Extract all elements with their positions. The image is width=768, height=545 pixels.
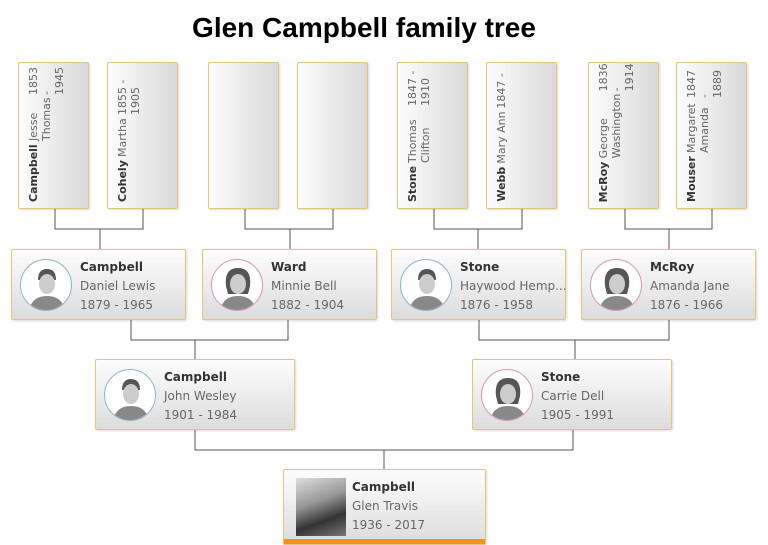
given-name: Thomas Clifton <box>406 119 432 163</box>
given-name: Martha <box>116 118 129 158</box>
person-card-root[interactable]: Campbell Glen Travis 1936 - 2017 <box>283 469 486 545</box>
person-card-generation3[interactable]: Stone Carrie Dell 1905 - 1991 <box>472 359 672 430</box>
person-card-gen1[interactable]: Campbell Jesse Thomas 1853 - 1945 <box>18 62 89 209</box>
surname: McRoy <box>597 161 610 202</box>
given-name: Daniel Lewis <box>80 279 156 293</box>
surname: Campbell <box>164 370 227 384</box>
given-name: Amanda Jane <box>650 279 730 293</box>
person-card-generation2[interactable]: Ward Minnie Bell 1882 - 1904 <box>202 249 377 320</box>
surname: Campbell <box>352 480 415 494</box>
female-avatar-icon <box>481 369 533 421</box>
page-title: Glen Campbell family tree <box>192 12 536 43</box>
person-card-gen1[interactable]: McRoy George Washington 1836 - 1914 <box>588 62 659 209</box>
life-dates: 1855 - 1905 <box>116 79 142 116</box>
person-photo <box>296 478 346 536</box>
given-name: Haywood Hemp... <box>460 279 567 293</box>
given-name: John Wesley <box>164 389 237 403</box>
surname: Mouser <box>685 156 698 202</box>
male-avatar-icon <box>400 259 452 311</box>
life-dates: 1876 - 1966 <box>650 298 724 312</box>
surname: Campbell <box>80 260 143 274</box>
given-name: Mary Ann <box>495 111 508 165</box>
person-card-generation2[interactable]: McRoy Amanda Jane 1876 - 1966 <box>581 249 756 320</box>
life-dates: 1936 - 2017 <box>352 518 426 532</box>
life-dates: 1879 - 1965 <box>80 298 154 312</box>
life-dates: 1847 - <box>495 73 508 109</box>
surname: Stone <box>406 165 419 202</box>
given-name: Glen Travis <box>352 499 418 513</box>
surname: Stone <box>460 260 500 274</box>
life-dates: 1847 - 1889 <box>685 70 724 99</box>
female-avatar-icon <box>590 259 642 311</box>
given-name: Margaret Amanda <box>685 103 711 154</box>
given-name: Jesse Thomas <box>27 97 53 142</box>
surname: Stone <box>541 370 581 384</box>
life-dates: 1847 - 1910 <box>406 70 432 107</box>
male-avatar-icon <box>104 369 156 421</box>
given-name: Carrie Dell <box>541 389 605 403</box>
surname: McRoy <box>650 260 695 274</box>
person-card-generation2[interactable]: Campbell Daniel Lewis 1879 - 1965 <box>11 249 186 320</box>
life-dates: 1901 - 1984 <box>164 408 238 422</box>
female-avatar-icon <box>211 259 263 311</box>
person-card-gen1[interactable]: Mouser Margaret Amanda 1847 - 1889 <box>676 62 747 209</box>
surname: Campbell <box>27 144 40 202</box>
person-card-gen1[interactable]: Webb Mary Ann 1847 - <box>486 62 557 209</box>
selected-indicator <box>284 539 485 544</box>
life-dates: 1882 - 1904 <box>271 298 345 312</box>
surname: Ward <box>271 260 307 274</box>
surname: Webb <box>495 167 508 202</box>
person-card-generation2[interactable]: Stone Haywood Hemp... 1876 - 1958 <box>391 249 567 320</box>
given-name: George Washington <box>597 93 623 159</box>
surname: Cohely <box>116 160 129 202</box>
person-card-gen1[interactable]: Cohely Martha 1855 - 1905 <box>107 62 178 209</box>
person-card-gen1[interactable]: Stone Thomas Clifton 1847 - 1910 <box>397 62 468 209</box>
life-dates: 1876 - 1958 <box>460 298 534 312</box>
given-name: Minnie Bell <box>271 279 337 293</box>
person-card-gen1[interactable] <box>297 62 368 209</box>
life-dates: 1853 - 1945 <box>27 66 66 95</box>
person-card-generation3[interactable]: Campbell John Wesley 1901 - 1984 <box>95 359 295 430</box>
male-avatar-icon <box>20 259 72 311</box>
life-dates: 1905 - 1991 <box>541 408 615 422</box>
life-dates: 1836 - 1914 <box>597 62 636 91</box>
person-card-gen1[interactable] <box>208 62 279 209</box>
